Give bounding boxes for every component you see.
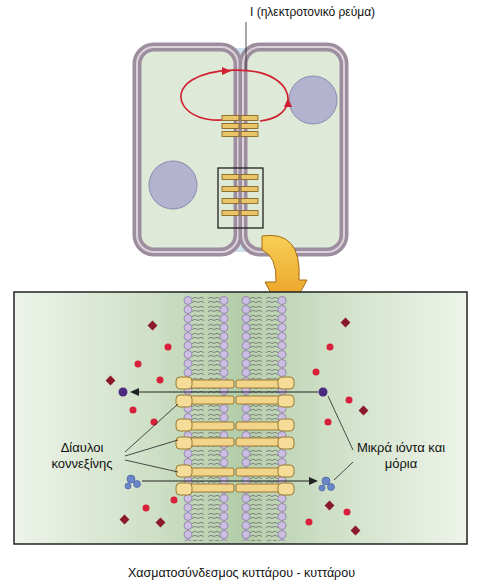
inset-frame [14, 292, 467, 544]
channel-label: Δίαυλοι κοννεξίνης [38, 440, 126, 471]
membrane-bilayer [183, 296, 229, 541]
cells [137, 47, 344, 252]
zoom-frame [218, 168, 263, 228]
flux-arrow [125, 475, 335, 491]
leader-lines [125, 396, 353, 480]
particles [130, 344, 353, 526]
cell [137, 47, 238, 252]
particle-label: Μικρά ιόντα και μόρια [354, 440, 448, 471]
particles [106, 318, 369, 536]
junction-channels [218, 116, 263, 229]
leader-line [246, 22, 247, 70]
connexin-channels [176, 377, 294, 495]
caption: Χασματοσύνδεσμος κυττάρου - κυττάρου [0, 566, 483, 581]
cell-membrane [137, 47, 238, 252]
nucleus [149, 161, 197, 209]
inset [14, 292, 467, 544]
nucleus [289, 76, 337, 124]
membrane-bilayer [241, 296, 287, 541]
current-loop [181, 22, 292, 121]
cell [243, 47, 344, 252]
flux-arrow [119, 388, 328, 397]
cell-membrane [243, 47, 344, 252]
current-label: I (ηλεκτροτονικό ρεύμα) [250, 5, 450, 19]
